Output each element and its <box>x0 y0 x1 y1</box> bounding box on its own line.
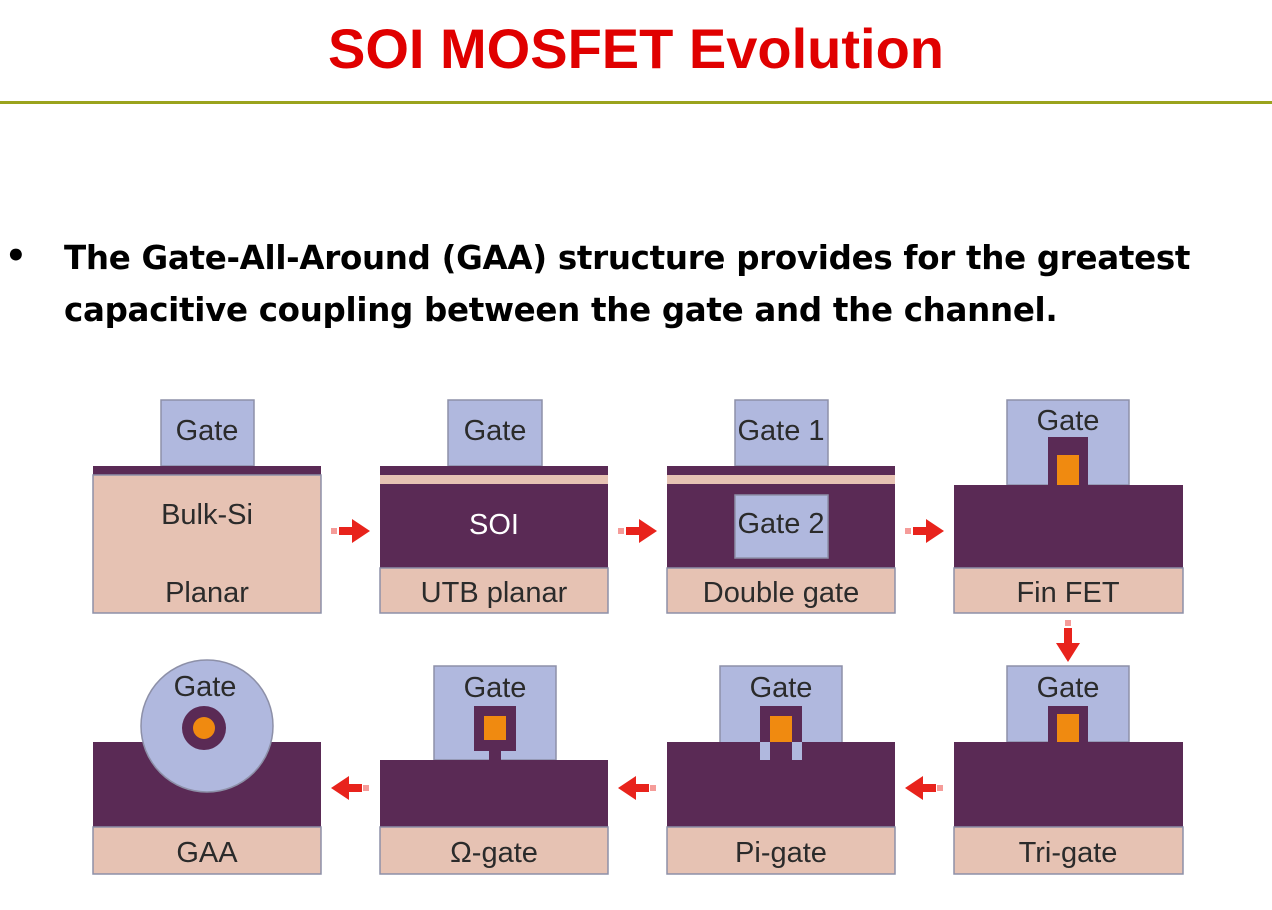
gate-label: Gate <box>464 672 527 704</box>
gate-2-block <box>734 494 829 559</box>
arrow-left-icon <box>331 776 369 800</box>
channel <box>1057 714 1079 742</box>
name-bar <box>953 826 1184 875</box>
body-label: SOI <box>469 509 519 541</box>
bulk-substrate <box>92 474 322 614</box>
buried-oxide <box>380 760 608 827</box>
channel <box>770 716 792 742</box>
flow-arrows <box>331 519 1080 800</box>
device-name-planar: Planar <box>165 577 249 609</box>
gate-label: Gate <box>174 671 237 703</box>
arrow-down-icon <box>1056 620 1080 662</box>
device-name-omega: Ω-gate <box>450 837 538 869</box>
device-pigate: Gate Pi-gate <box>666 665 896 875</box>
device-utb-planar: Gate SOI UTB planar <box>379 399 609 614</box>
device-name-trigate: Tri-gate <box>1019 837 1118 869</box>
device-gaa: Gate GAA <box>92 659 322 875</box>
thin-silicon <box>667 475 895 484</box>
gate-block <box>160 399 255 467</box>
gate-label: Gate <box>1037 672 1100 704</box>
bullet-point: • The Gate-All-Around (GAA) structure pr… <box>0 226 1272 336</box>
gate-oxide <box>93 466 321 475</box>
device-name-pigate: Pi-gate <box>735 837 827 869</box>
bullet-icon: • <box>5 236 27 276</box>
title-divider <box>0 101 1272 104</box>
bullet-text: The Gate-All-Around (GAA) structure prov… <box>64 239 1191 329</box>
device-planar: Gate Bulk-Si Planar <box>92 399 322 614</box>
buried-oxide <box>380 484 608 568</box>
name-bar <box>379 826 609 875</box>
device-name-gaa: GAA <box>176 837 238 869</box>
gate-label: Gate <box>1037 405 1100 437</box>
buried-oxide <box>954 742 1183 827</box>
channel <box>484 716 506 740</box>
device-name-utb: UTB planar <box>421 577 568 609</box>
arrow-right-icon <box>331 519 370 543</box>
gate-1-label: Gate 1 <box>737 415 824 447</box>
name-bar <box>666 567 896 614</box>
name-bar <box>92 826 322 875</box>
name-bar <box>666 826 896 875</box>
buried-oxide <box>954 485 1183 568</box>
device-finfet: Gate Fin FET <box>953 399 1184 614</box>
gate-label: Gate <box>464 415 527 447</box>
device-double-gate: Gate 1 Gate 2 Double gate <box>666 399 896 614</box>
arrow-left-icon <box>905 776 943 800</box>
gate-2-label: Gate 2 <box>737 508 824 540</box>
gate-label: Gate <box>750 672 813 704</box>
device-omega-gate: Gate Ω-gate <box>379 665 609 875</box>
arrow-left-icon <box>618 776 656 800</box>
arrow-right-icon <box>905 519 944 543</box>
arrow-right-icon <box>618 519 657 543</box>
name-bar <box>953 567 1184 614</box>
fin-channel <box>1057 455 1079 485</box>
device-name-finfet: Fin FET <box>1016 577 1119 609</box>
gate-block <box>447 399 543 467</box>
slide-title: SOI MOSFET Evolution <box>328 16 944 80</box>
device-name-double: Double gate <box>703 577 859 609</box>
gate-oxide <box>667 466 895 475</box>
nanowire-channel <box>193 717 215 739</box>
gate-extension-gap <box>770 742 792 760</box>
body-label: Bulk-Si <box>161 499 253 531</box>
gate-oxide <box>380 466 608 475</box>
name-bar <box>379 567 609 614</box>
gate-label: Gate <box>176 415 239 447</box>
omega-neck <box>489 742 501 760</box>
thin-silicon <box>380 475 608 484</box>
gate-1-block <box>734 399 829 467</box>
device-trigate: Gate Tri-gate <box>953 665 1184 875</box>
